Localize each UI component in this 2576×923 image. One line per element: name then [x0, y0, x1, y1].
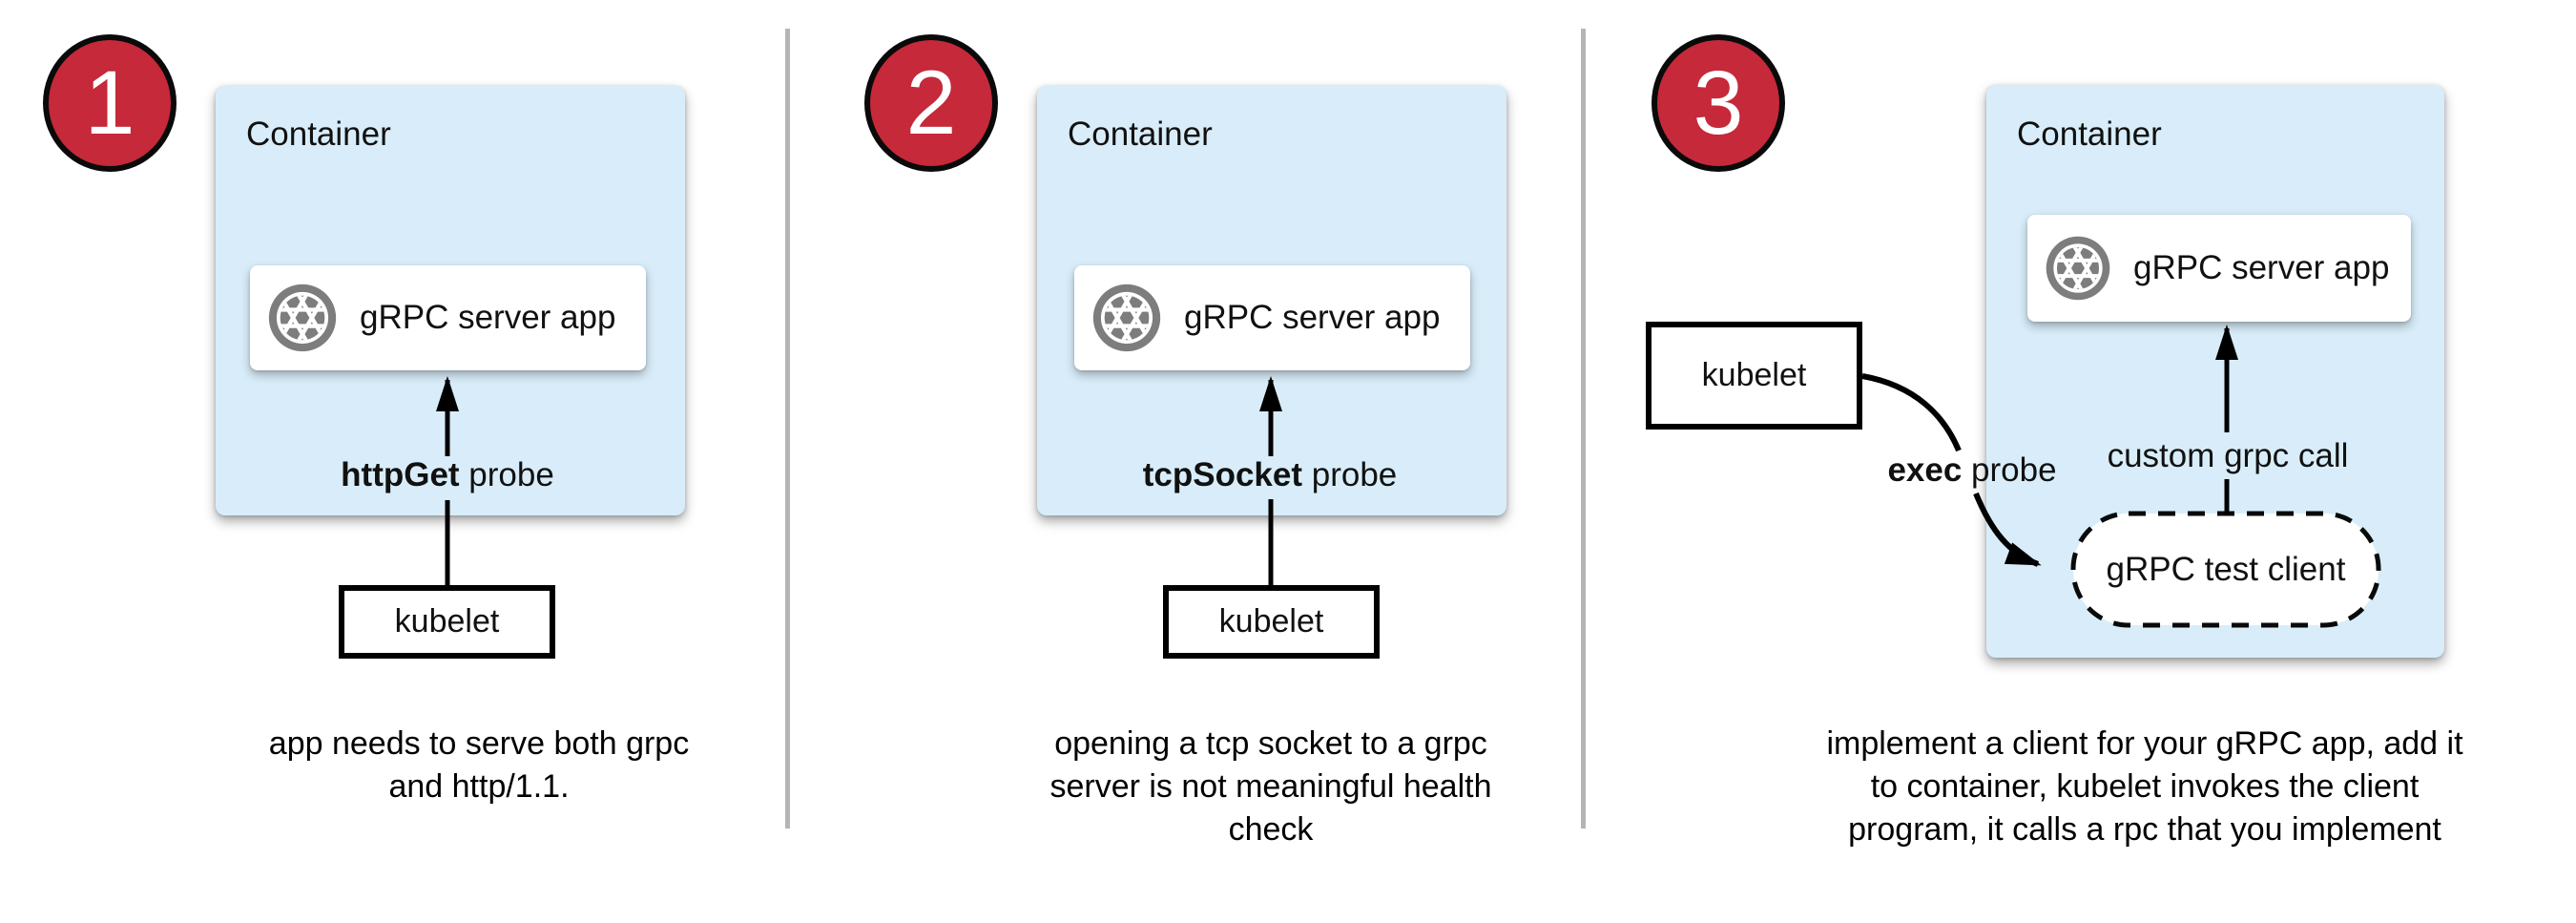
aperture-icon: [266, 282, 339, 354]
probe-label-1: httpGet probe: [341, 456, 554, 494]
probe-type: tcpSocket: [1142, 456, 1303, 493]
kubelet-label: kubelet: [394, 603, 500, 640]
grpc-server-app-label: gRPC server app: [360, 299, 616, 336]
panel-divider-2: [1581, 29, 1586, 829]
custom-grpc-call-label: custom grpc call: [2107, 437, 2349, 474]
caption-2: opening a tcp socket to a grpc server is…: [1049, 725, 1492, 848]
step-number: 3: [1693, 52, 1744, 154]
container-label-1: Container: [246, 115, 391, 153]
container-label-2: Container: [1068, 115, 1213, 153]
probe-word: probe: [1962, 451, 2057, 489]
exec-arrow-shaft: [1861, 373, 1962, 452]
kubelet-box-2: kubelet: [1163, 585, 1380, 659]
kubelet-label: kubelet: [1218, 603, 1324, 640]
grpc-test-client-label: gRPC test client: [2106, 550, 2346, 588]
grpc-server-app-box-2: gRPC server app: [1074, 265, 1470, 370]
step-number: 2: [905, 52, 957, 154]
aperture-icon: [2044, 234, 2112, 303]
kubelet-box-3: kubelet: [1646, 322, 1862, 430]
panel-divider-1: [785, 29, 790, 829]
step-number: 1: [84, 52, 135, 154]
grpc-server-app-label: gRPC server app: [2133, 249, 2390, 286]
step-badge-1: 1: [43, 34, 177, 172]
aperture-icon: [1091, 282, 1163, 354]
grpc-server-app-box-1: gRPC server app: [250, 265, 646, 370]
probe-word: probe: [1302, 456, 1398, 493]
container-label-3: Container: [2017, 115, 2162, 153]
kubelet-box-1: kubelet: [339, 585, 555, 659]
probe-label-2: tcpSocket probe: [1143, 456, 1398, 494]
caption-1: app needs to serve both grpc and http/1.…: [268, 725, 690, 805]
kubelet-label: kubelet: [1701, 357, 1807, 393]
grpc-server-app-box-3: gRPC server app: [2027, 215, 2411, 322]
step-badge-3: 3: [1652, 34, 1785, 172]
probe-word: probe: [459, 456, 554, 493]
caption-3: implement a client for your gRPC app, ad…: [1826, 725, 2463, 848]
step-badge-2: 2: [864, 34, 998, 172]
probe-type: exec: [1887, 451, 1963, 489]
grpc-server-app-label: gRPC server app: [1184, 299, 1441, 336]
probe-label-3: exec probe: [1887, 451, 2056, 490]
probe-type: httpGet: [341, 456, 460, 493]
